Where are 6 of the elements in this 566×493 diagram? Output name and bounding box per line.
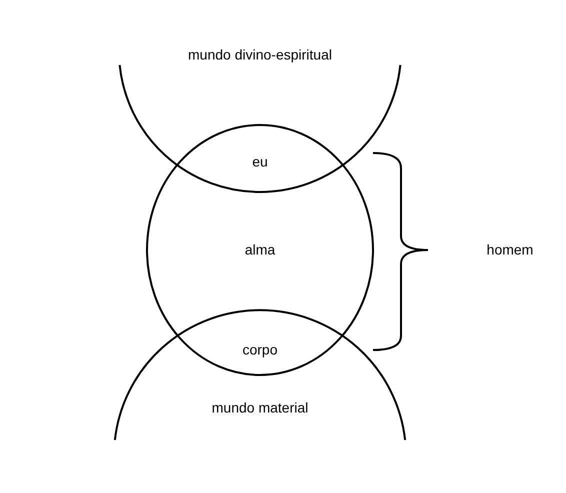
region-title: alma <box>244 240 276 260</box>
region-title: mundo divino-espiritual <box>188 46 332 64</box>
region-label: eu <box>252 152 268 172</box>
region-title: mundo material <box>212 398 308 418</box>
group-label: homem <box>486 240 534 260</box>
region-label: corpo <box>242 340 278 360</box>
